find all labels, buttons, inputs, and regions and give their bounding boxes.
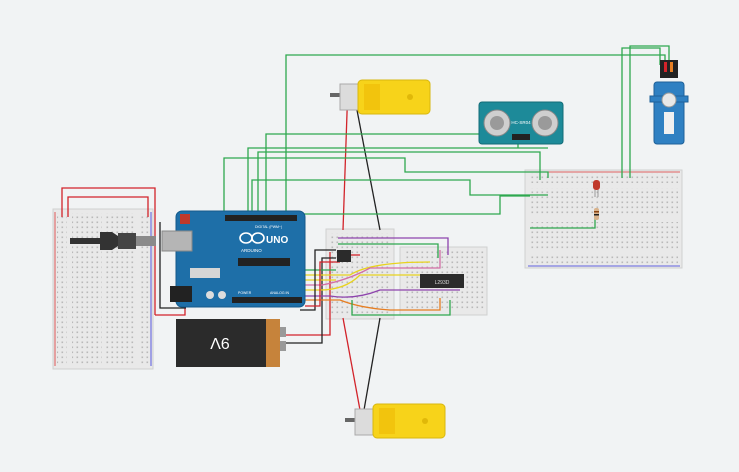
servo-motor[interactable] <box>649 60 689 145</box>
motor-driver-chip[interactable]: L293D <box>420 274 464 288</box>
breadboard-right[interactable] <box>524 169 683 269</box>
arduino-digital-label: DIGITAL (PWM~) <box>255 225 282 229</box>
arduino-logo-icon <box>239 232 265 244</box>
arduino-power-label: POWER <box>238 291 252 295</box>
sensor-model-label: HC-SR04 <box>511 120 531 125</box>
resistor-icon[interactable] <box>594 208 599 220</box>
breadboard-driver[interactable] <box>399 246 488 316</box>
arduino-model-label: UNO <box>266 235 288 246</box>
led-icon[interactable] <box>593 180 600 197</box>
usb-cable-icon <box>70 232 156 250</box>
arduino-analog-label: ANALOG IN <box>270 291 290 295</box>
arduino-brand-label: ARDUINO <box>241 248 262 253</box>
driver-chip-label: L293D <box>435 280 450 286</box>
battery-voltage-label: 9V <box>210 334 230 351</box>
dc-motor-top[interactable] <box>330 79 431 115</box>
battery-9v[interactable]: 9V <box>176 319 286 367</box>
center-module[interactable] <box>337 250 351 262</box>
ultrasonic-sensor[interactable]: HC-SR04 <box>478 101 564 145</box>
dc-motor-bottom[interactable] <box>345 403 446 439</box>
arduino-uno[interactable]: UNO ARDUINO DIGITAL (PWM~) POWER ANALOG … <box>161 210 306 308</box>
